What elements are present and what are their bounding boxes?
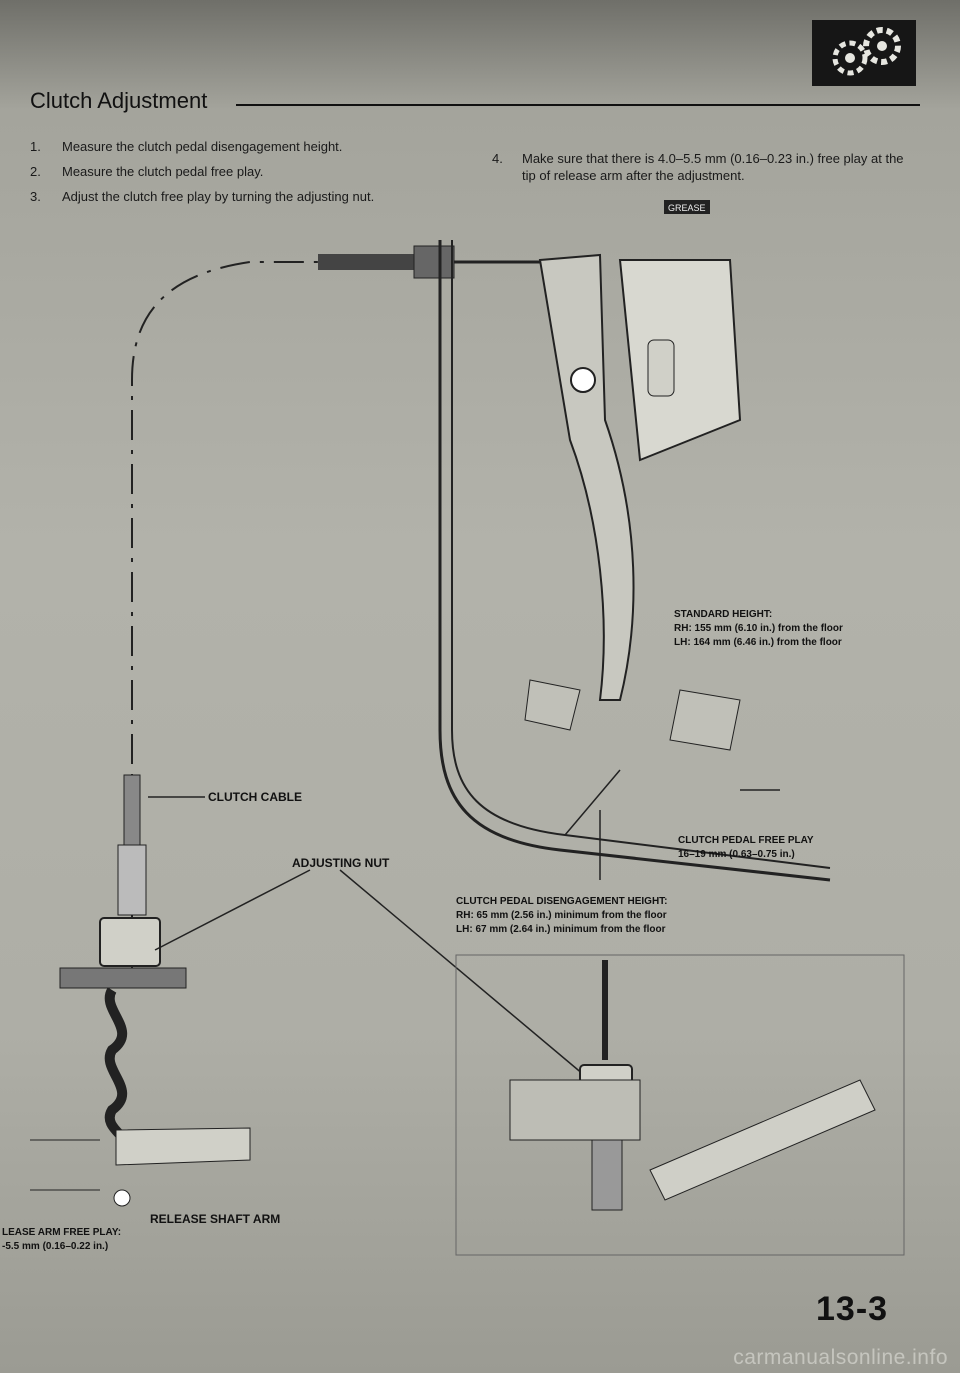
- adjusting-nut: [99, 917, 161, 967]
- spec-rh: RH: 65 mm (2.56 in.) minimum from the fl…: [456, 910, 667, 921]
- step-number: 4.: [492, 151, 503, 166]
- detail-inset: [455, 954, 905, 1256]
- step-text: Measure the clutch pedal disengagement h…: [62, 139, 343, 154]
- detail-spring: [591, 1139, 623, 1211]
- step-text: Measure the clutch pedal free play.: [62, 164, 264, 179]
- release-arm-free-play-spec: LEASE ARM FREE PLAY: -5.5 mm (0.16–0.22 …: [2, 1226, 121, 1254]
- steps-list: 1. Measure the clutch pedal disengagemen…: [30, 138, 430, 213]
- step-number: 1.: [30, 139, 41, 154]
- spec-lh: LH: 164 mm (6.46 in.) from the floor: [674, 637, 842, 648]
- adjusting-nut-label: ADJUSTING NUT: [292, 856, 390, 870]
- return-spring: [647, 339, 675, 397]
- cable-bracket: [413, 245, 455, 279]
- boot: [104, 987, 131, 1155]
- clutch-cable-label: CLUTCH CABLE: [208, 790, 302, 804]
- gear-logo-icon: [812, 20, 916, 86]
- spec-title: LEASE ARM FREE PLAY:: [2, 1227, 122, 1238]
- release-shaft-end: [113, 1189, 131, 1207]
- spec-value: 16–19 mm (0.63–0.75 in.): [678, 849, 795, 860]
- cable-sleeve: [117, 844, 147, 916]
- detail-bracket: [509, 1079, 641, 1141]
- spec-lh: LH: 67 mm (2.64 in.) minimum from the fl…: [456, 924, 666, 935]
- pivot-bolt: [570, 367, 596, 393]
- spec-title: STANDARD HEIGHT:: [674, 609, 773, 620]
- step-item: 2. Measure the clutch pedal free play.: [30, 163, 430, 180]
- cable-threaded-end: [123, 774, 141, 846]
- title-rule: [236, 104, 920, 106]
- pedal-pad: [524, 679, 581, 731]
- step-text: Adjust the clutch free play by turning t…: [62, 189, 375, 204]
- disengagement-height-spec: CLUTCH PEDAL DISENGAGEMENT HEIGHT: RH: 6…: [456, 895, 668, 937]
- release-shaft-arm-label: RELEASE SHAFT ARM: [150, 1212, 281, 1226]
- pedal-bracket: [618, 259, 742, 462]
- step-number: 2.: [30, 164, 41, 179]
- step-item: 1. Measure the clutch pedal disengagemen…: [30, 138, 430, 155]
- pedal-free-play-spec: CLUTCH PEDAL FREE PLAY 16–19 mm (0.63–0.…: [678, 834, 814, 862]
- firewall-floor: [438, 240, 831, 882]
- detail-release-arm: [649, 1079, 876, 1201]
- height-dim-line: [564, 769, 621, 836]
- step-text: Make sure that there is 4.0–5.5 mm (0.16…: [522, 151, 904, 183]
- section-title: Clutch Adjustment: [30, 88, 208, 113]
- release-arm: [115, 1127, 251, 1166]
- watermark: carmanualsonline.info: [733, 1346, 948, 1369]
- spec-value: -5.5 mm (0.16–0.22 in.): [2, 1241, 109, 1252]
- step-item: 3. Adjust the clutch free play by turnin…: [30, 188, 430, 205]
- adj-nut-leader-right: [339, 869, 591, 1081]
- firewall-inner: [451, 240, 831, 869]
- cable-end: [318, 254, 418, 270]
- grease-tag: [664, 200, 710, 214]
- spec-title: CLUTCH PEDAL FREE PLAY: [678, 835, 814, 846]
- grease-label: GREASE: [668, 203, 706, 213]
- clutch-pedal-arm: [538, 253, 635, 701]
- standard-height-spec: STANDARD HEIGHT: RH: 155 mm (6.10 in.) f…: [674, 608, 843, 650]
- step-number: 3.: [30, 189, 41, 204]
- step-item: 4. Make sure that there is 4.0–5.5 mm (0…: [492, 150, 912, 184]
- spec-title: CLUTCH PEDAL DISENGAGEMENT HEIGHT:: [456, 896, 668, 907]
- mount-bracket: [59, 967, 187, 989]
- page-number: 13-3: [816, 1290, 889, 1328]
- cable-path: [131, 261, 320, 980]
- spec-rh: RH: 155 mm (6.10 in.) from the floor: [674, 623, 843, 634]
- adj-nut-leader-left: [154, 869, 311, 951]
- brake-pedal-pad: [669, 689, 741, 751]
